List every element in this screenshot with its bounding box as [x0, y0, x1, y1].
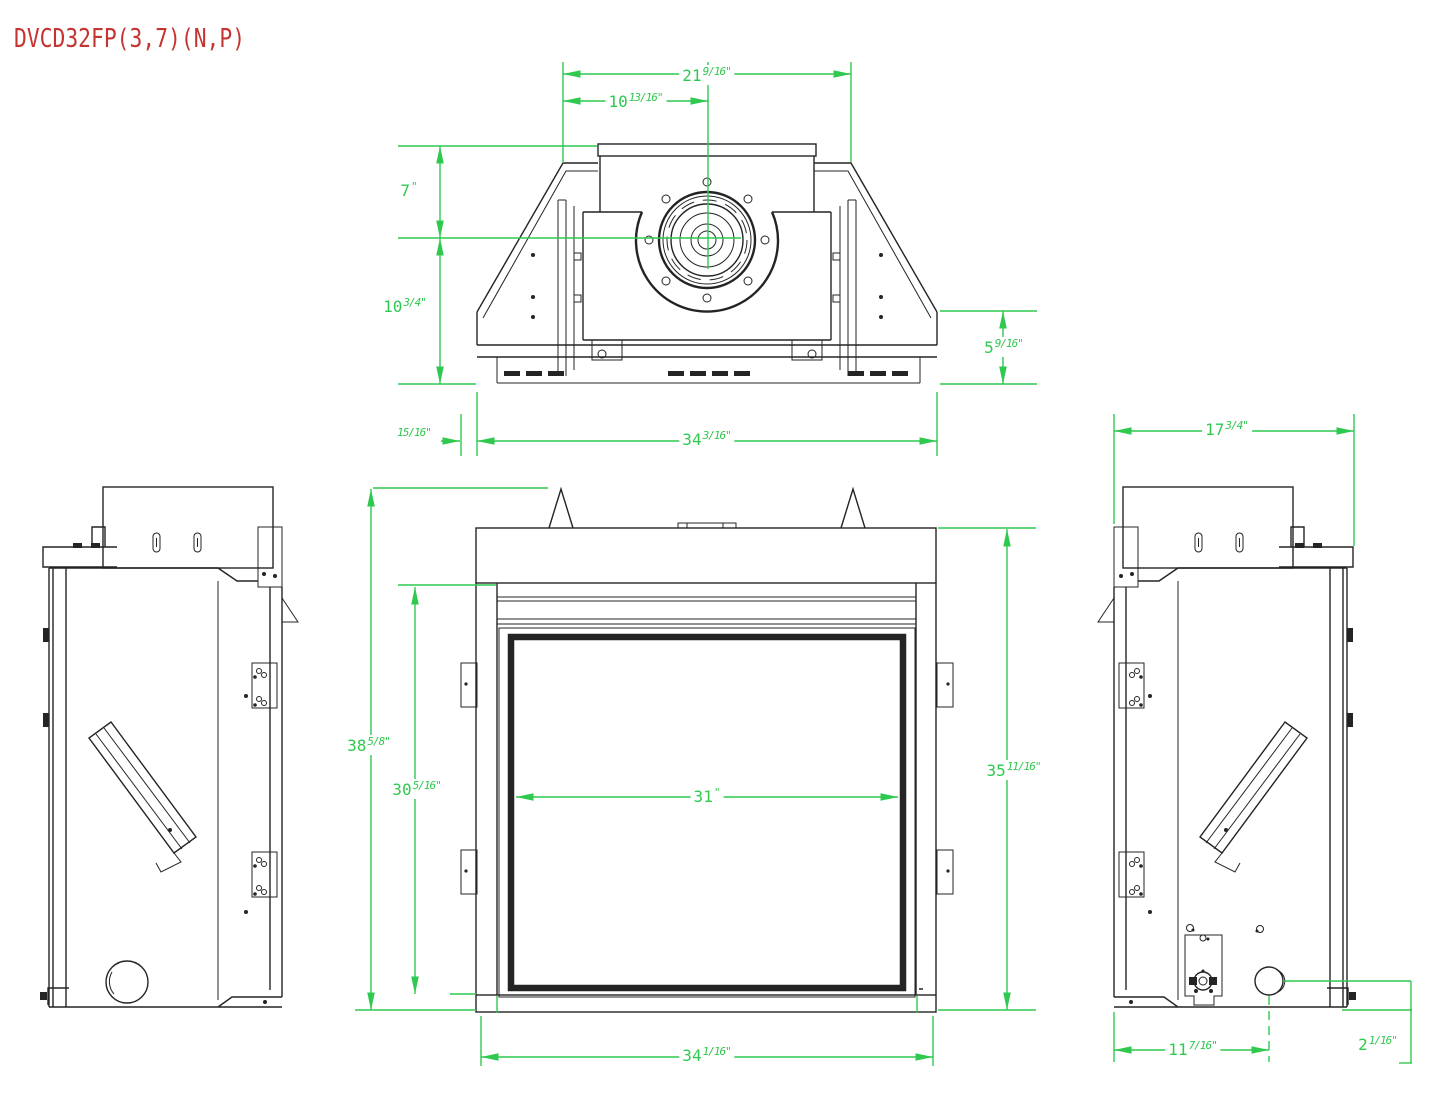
dim-unit: ": [1211, 1039, 1218, 1052]
dim-unit: ": [384, 735, 391, 748]
dim-opening-height: 305/16": [389, 779, 445, 799]
dim-top-width: 219/16": [679, 65, 735, 85]
dim-gas-inlet-height: 21/16": [1355, 1034, 1401, 1054]
dim-fraction: 1/16: [1368, 1034, 1392, 1047]
gas-valve: [1184, 934, 1223, 1006]
dim-whole: 34: [682, 430, 702, 449]
dim-fraction: 11/16: [1006, 760, 1036, 773]
dim-rear-height: 59/16": [981, 337, 1027, 357]
flue-collar: [634, 177, 780, 313]
glass-window: [498, 627, 916, 998]
dim-whole: 7: [400, 181, 411, 200]
dim-fraction: 3/4: [1225, 419, 1243, 432]
dim-fraction: 3/16: [702, 429, 726, 442]
front-view-drawing: [460, 486, 954, 1013]
dim-whole: 38: [347, 736, 367, 755]
dim-unit: ": [713, 786, 721, 799]
dim-whole: 30: [392, 780, 412, 799]
dim-fraction: 1/16: [702, 1045, 726, 1058]
dim-fraction: 9/16: [702, 65, 726, 78]
dim-fraction: 7/16: [1188, 1039, 1212, 1052]
dim-fraction: 15/16: [397, 426, 426, 439]
dim-whole: 31: [693, 787, 713, 806]
dim-whole: 10: [608, 92, 628, 111]
dim-face-lip: 15/16": [393, 426, 435, 446]
dim-unit: ": [435, 779, 442, 792]
dim-flue-offset: 1013/16": [605, 91, 667, 111]
dim-overall-height: 385/8": [344, 735, 394, 755]
dim-unit: ": [725, 65, 732, 78]
dim-front-depth: 103/4": [380, 296, 430, 316]
dim-base-depth: 343/16": [679, 429, 735, 449]
top-view-drawing: [476, 143, 938, 384]
dim-unit: ": [411, 180, 418, 193]
dim-unit: ": [725, 1045, 732, 1058]
dim-fraction: 5/16: [412, 779, 436, 792]
dim-side-depth: 173/4": [1202, 419, 1252, 439]
diagonal-brace: [88, 721, 197, 873]
dim-glass-width: 31": [690, 786, 724, 806]
dim-unit: ": [1034, 760, 1042, 773]
dim-whole: 5: [984, 338, 994, 357]
left-side-view-drawing: [40, 486, 299, 1008]
dim-whole: 11: [1168, 1040, 1188, 1059]
gas-line-hole-left: [105, 960, 149, 1004]
dim-whole: 17: [1205, 420, 1225, 439]
dim-whole: 21: [682, 66, 702, 85]
dim-whole: 35: [986, 761, 1006, 780]
dim-fraction: 9/16: [994, 337, 1018, 350]
dim-firebox-height: 3511/16": [983, 760, 1045, 780]
dim-unit: ": [725, 429, 732, 442]
dim-fraction: 5/8: [367, 735, 385, 748]
dimension-annotations: [355, 62, 1412, 1066]
dim-whole: 10: [383, 297, 403, 316]
dim-unit: ": [425, 426, 432, 439]
dim-fraction: 3/4: [403, 296, 421, 309]
diagonal-brace: [1199, 721, 1308, 873]
dim-fraction: 13/16: [628, 91, 658, 104]
dim-unit: ": [1017, 337, 1024, 350]
right-side-view-drawing: [1097, 486, 1356, 1008]
dim-whole: 2: [1358, 1035, 1368, 1054]
dim-unit: ": [1391, 1034, 1398, 1047]
standoff-spacer-tabs: [548, 486, 866, 529]
dim-flue-depth: 7": [397, 180, 421, 200]
dim-whole: 34: [682, 1046, 702, 1065]
model-number-title: DVCD32FP(3,7)(N,P): [14, 24, 246, 54]
dim-front-width: 341/16": [679, 1045, 735, 1065]
dim-gas-inlet-offset: 117/16": [1165, 1039, 1221, 1059]
dim-unit: ": [656, 91, 664, 104]
dim-unit: ": [420, 296, 427, 309]
dim-unit: ": [1242, 419, 1249, 432]
